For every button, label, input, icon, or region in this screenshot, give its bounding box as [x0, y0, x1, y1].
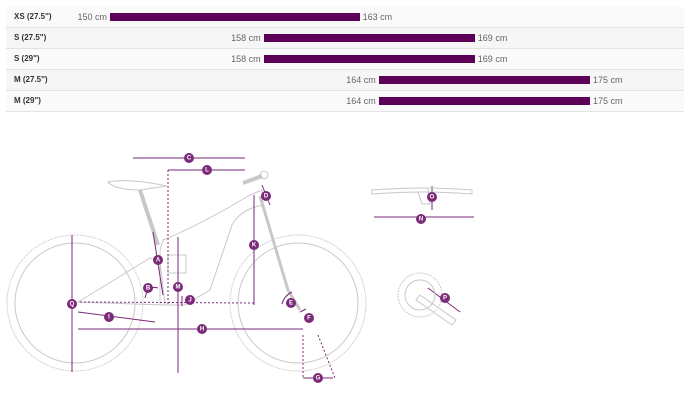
marker-circle: [104, 312, 114, 322]
size-row: S (29") 158 cm 169 cm: [6, 49, 684, 70]
min-height-label: 164 cm: [346, 75, 376, 85]
size-label: S (29"): [14, 54, 40, 63]
size-label: M (29"): [14, 96, 41, 105]
dimension-marker-l: L: [202, 165, 212, 175]
marker-circle: [313, 373, 323, 383]
min-height-label: 150 cm: [77, 12, 107, 22]
marker-letter: H: [200, 327, 204, 333]
marker-circle: [416, 214, 426, 224]
marker-letter: A: [156, 258, 161, 264]
marker-letter: O: [430, 195, 435, 201]
marker-circle: [202, 165, 212, 175]
dimension-marker-o: O: [427, 192, 437, 202]
marker-circle: [67, 299, 77, 309]
marker-letter: G: [316, 376, 321, 382]
marker-circle: [173, 282, 183, 292]
dimension-marker-a: A: [153, 255, 163, 265]
dimension-marker-j: J: [185, 295, 195, 305]
marker-letter: M: [176, 285, 181, 291]
marker-circle: [261, 191, 271, 201]
min-height-label: 158 cm: [231, 33, 261, 43]
marker-circle: [197, 324, 207, 334]
rear-wheel-tire: [6, 234, 144, 372]
marker-circle: [249, 240, 259, 250]
fork: [258, 195, 302, 311]
dimension-marker-m: M: [173, 282, 183, 292]
dimension-marker-b: B: [143, 283, 153, 293]
min-height-label: 158 cm: [231, 54, 261, 64]
max-height-label: 175 cm: [593, 75, 623, 85]
marker-letter: L: [205, 168, 209, 174]
size-label: M (27.5"): [14, 75, 48, 84]
size-row: M (27.5") 164 cm 175 cm: [6, 70, 684, 91]
size-label: S (27.5"): [14, 33, 47, 42]
max-height-label: 175 cm: [593, 96, 623, 106]
size-row: M (29") 164 cm 175 cm: [6, 91, 684, 112]
marker-letter: J: [188, 298, 191, 304]
marker-circle: [440, 293, 450, 303]
max-height-label: 169 cm: [477, 54, 508, 64]
seatpost: [138, 189, 160, 246]
dimension-marker-h: H: [197, 324, 207, 334]
stem: [242, 174, 263, 185]
size-row: XS (27.5") 150 cm 163 cm: [6, 7, 684, 28]
shock: [167, 254, 187, 274]
dimension-marker-q: Q: [67, 299, 77, 309]
min-height-label: 164 cm: [346, 96, 376, 106]
marker-letter: N: [419, 217, 423, 223]
dimension-marker-c: C: [184, 153, 194, 163]
rear-wheel-rim: [14, 242, 136, 364]
marker-letter: F: [307, 316, 311, 322]
dimension-marker-k: K: [249, 240, 259, 250]
marker-letter: C: [187, 156, 192, 162]
dimension-marker-d: D: [261, 191, 271, 201]
height-range-bar: [378, 76, 590, 84]
measurement-lines: [71, 157, 474, 379]
marker-letter: Q: [70, 302, 75, 308]
saddle: [107, 180, 168, 191]
height-range-bar: [263, 34, 475, 42]
bike-drawing: [6, 170, 367, 372]
marker-circle: [184, 153, 194, 163]
handlebar-end: [259, 170, 269, 180]
marker-circle: [185, 295, 195, 305]
handlebar-drawing: [371, 187, 473, 205]
marker-circle: [427, 192, 437, 202]
dimension-marker-i: I: [104, 312, 114, 322]
dimension-marker-p: P: [440, 293, 450, 303]
height-range-bar: [263, 55, 475, 63]
size-row: S (27.5") 158 cm 169 cm: [6, 28, 684, 49]
front-wheel-tire: [229, 234, 367, 372]
marker-letter: B: [146, 286, 151, 292]
max-height-label: 169 cm: [477, 33, 508, 43]
dimension-marker-f: F: [304, 313, 314, 323]
marker-letter: E: [289, 301, 293, 307]
dimension-marker-e: E: [286, 298, 296, 308]
height-range-bar: [378, 97, 590, 105]
height-range-bar: [110, 13, 360, 21]
marker-circle: [304, 313, 314, 323]
marker-circle: [143, 283, 153, 293]
size-label: XS (27.5"): [14, 12, 52, 21]
dimension-marker-g: G: [313, 373, 323, 383]
front-wheel-rim: [237, 242, 359, 364]
marker-letter: P: [443, 296, 447, 302]
marker-letter: K: [252, 243, 257, 249]
max-height-label: 163 cm: [362, 12, 393, 22]
marker-letter: I: [108, 315, 110, 321]
marker-circle: [153, 255, 163, 265]
marker-letter: D: [264, 194, 269, 200]
marker-circle: [286, 298, 296, 308]
dimension-marker-n: N: [416, 214, 426, 224]
